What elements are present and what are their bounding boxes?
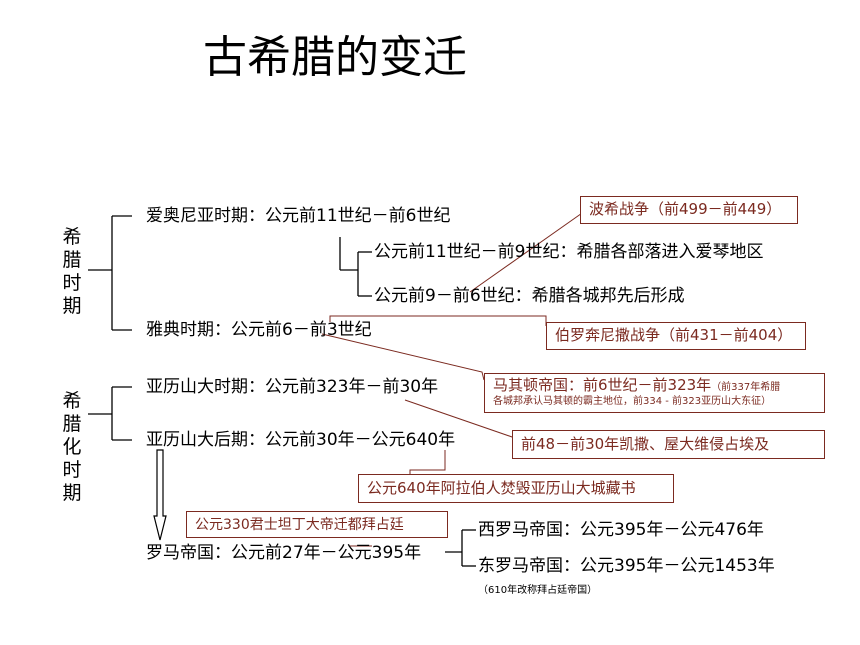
group-label-hellenistic: 希腊化时期	[62, 390, 82, 504]
node-alexander: 亚历山大时期：公元前323年－前30年	[146, 377, 439, 397]
group-label-greek: 希腊时期	[62, 226, 82, 317]
callout-caesar: 前48－前30年凯撒、屋大维侵占埃及	[512, 430, 825, 459]
east-rome-note: （610年改称拜占廷帝国）	[478, 585, 598, 596]
callout-peloponnesian-war: 伯罗奔尼撒战争（前431－前404）	[546, 322, 806, 350]
node-athens: 雅典时期：公元前6－前3世纪	[146, 320, 372, 340]
node-ionian-sub2: 公元前9－前6世纪：希腊各城邦先后形成	[374, 286, 685, 306]
page-title: 古希腊的变迁	[203, 32, 467, 83]
callout-persian-war: 波希战争（前499－前449）	[580, 196, 798, 224]
node-post-alexander: 亚历山大后期：公元前30年－公元640年	[146, 430, 456, 450]
node-rome: 罗马帝国：公元前27年－公元395年	[146, 543, 422, 563]
macedon-note1: （前337年希腊	[711, 382, 781, 393]
node-west-rome: 西罗马帝国：公元395年－公元476年	[478, 520, 764, 540]
macedon-main: 马其顿帝国：前6世纪－前323年	[493, 376, 712, 394]
macedon-note2: 各城邦承认马其顿的霸主地位，前334 - 前323亚历山大东征）	[493, 396, 772, 407]
node-ionian: 爱奥尼亚时期：公元前11世纪－前6世纪	[146, 206, 451, 226]
callout-arab: 公元640年阿拉伯人焚毁亚历山大城藏书	[358, 474, 674, 503]
node-east-rome: 东罗马帝国：公元395年－公元1453年	[478, 556, 775, 576]
callout-constantine: 公元330君士坦丁大帝迁都拜占廷	[186, 511, 448, 538]
callout-macedon: 马其顿帝国：前6世纪－前323年（前337年希腊 各城邦承认马其顿的霸主地位，前…	[484, 373, 825, 413]
node-ionian-sub1: 公元前11世纪－前9世纪：希腊各部落进入爱琴地区	[374, 242, 764, 262]
